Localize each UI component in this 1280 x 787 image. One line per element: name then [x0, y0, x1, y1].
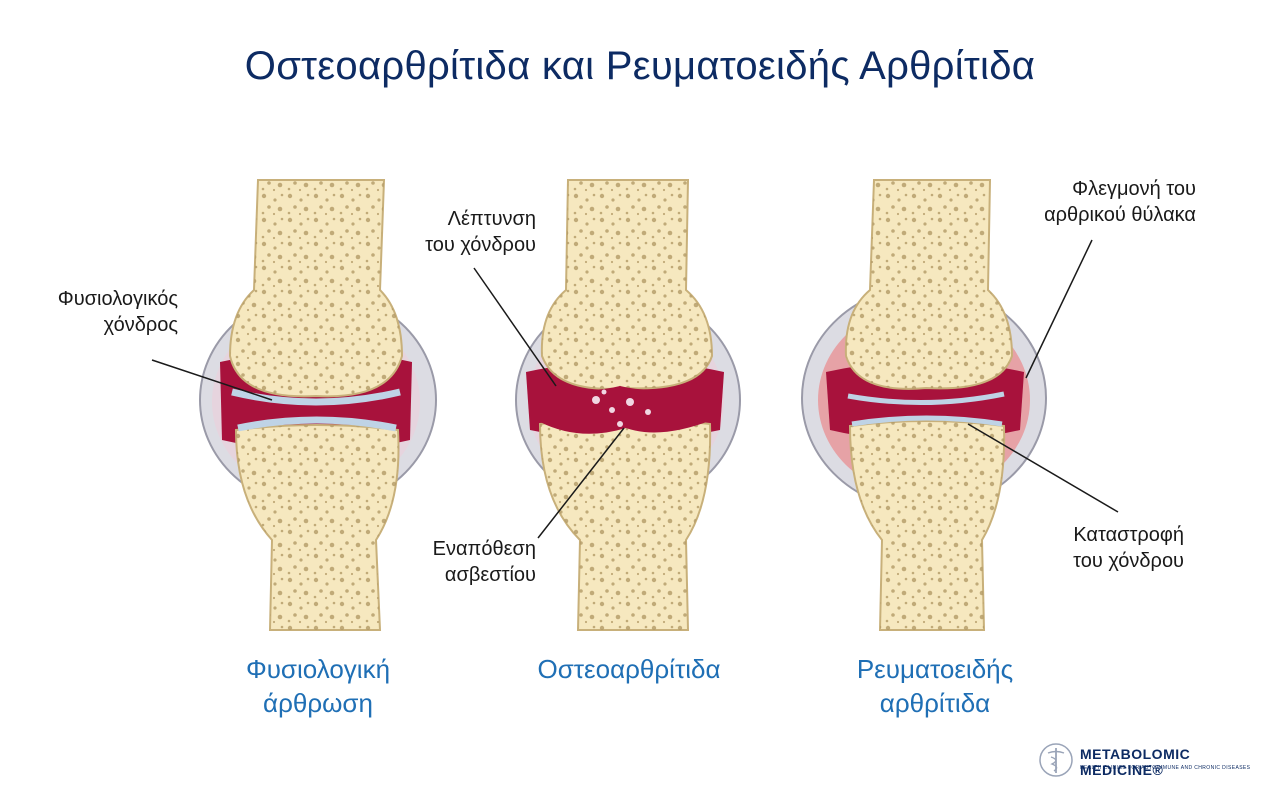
inflammation-pointer	[1025, 239, 1093, 379]
lower-bone	[234, 424, 400, 631]
logo-name: METABOLOMIC MEDICINE®	[1080, 746, 1191, 778]
annotation-calcium: Εναπόθεση ασβεστίου	[432, 538, 536, 586]
caption-rheum: Ρευματοειδής αρθρίτιδα	[856, 654, 1014, 718]
thinning-pointer	[473, 267, 557, 387]
annotation-normal-cartilage: Φυσιολογικός χόνδρος	[57, 288, 178, 336]
upper-bone	[540, 179, 714, 390]
destruction-pointer	[967, 423, 1119, 513]
annotation-thinning: Λέπτυνση του χόνδρου	[425, 208, 536, 256]
lower-bone	[848, 420, 1006, 631]
caption-normal: Φυσιολογική άρθρωση	[245, 654, 391, 718]
lower-bone	[538, 418, 712, 631]
logo-tagline: HEALTH CLINICS FOR AUTOIMMUNE AND CHRONI…	[1080, 765, 1251, 771]
rheum-joint	[801, 179, 1119, 631]
normal-joint	[151, 179, 437, 631]
annotation-inflammation: Φλεγμονή του αρθρικού θύλακα	[1044, 178, 1196, 226]
normal-cartilage-pointer	[151, 359, 273, 401]
osteo-joint	[473, 179, 741, 631]
annotation-destruction: Καταστροφή του χόνδρου	[1073, 524, 1184, 572]
calcium-pointer	[537, 427, 625, 539]
upper-bone	[844, 179, 1014, 390]
brand-logo: METABOLOMIC MEDICINE® HEALTH CLINICS FOR…	[1036, 738, 1266, 782]
page-title: Οστεοαρθρίτιδα και Ρευματοειδής Αρθρίτιδ…	[244, 44, 1036, 88]
upper-bone	[228, 179, 404, 398]
caption-osteo: Οστεοαρθρίτιδα	[537, 654, 721, 684]
caduceus-icon	[1039, 743, 1073, 777]
